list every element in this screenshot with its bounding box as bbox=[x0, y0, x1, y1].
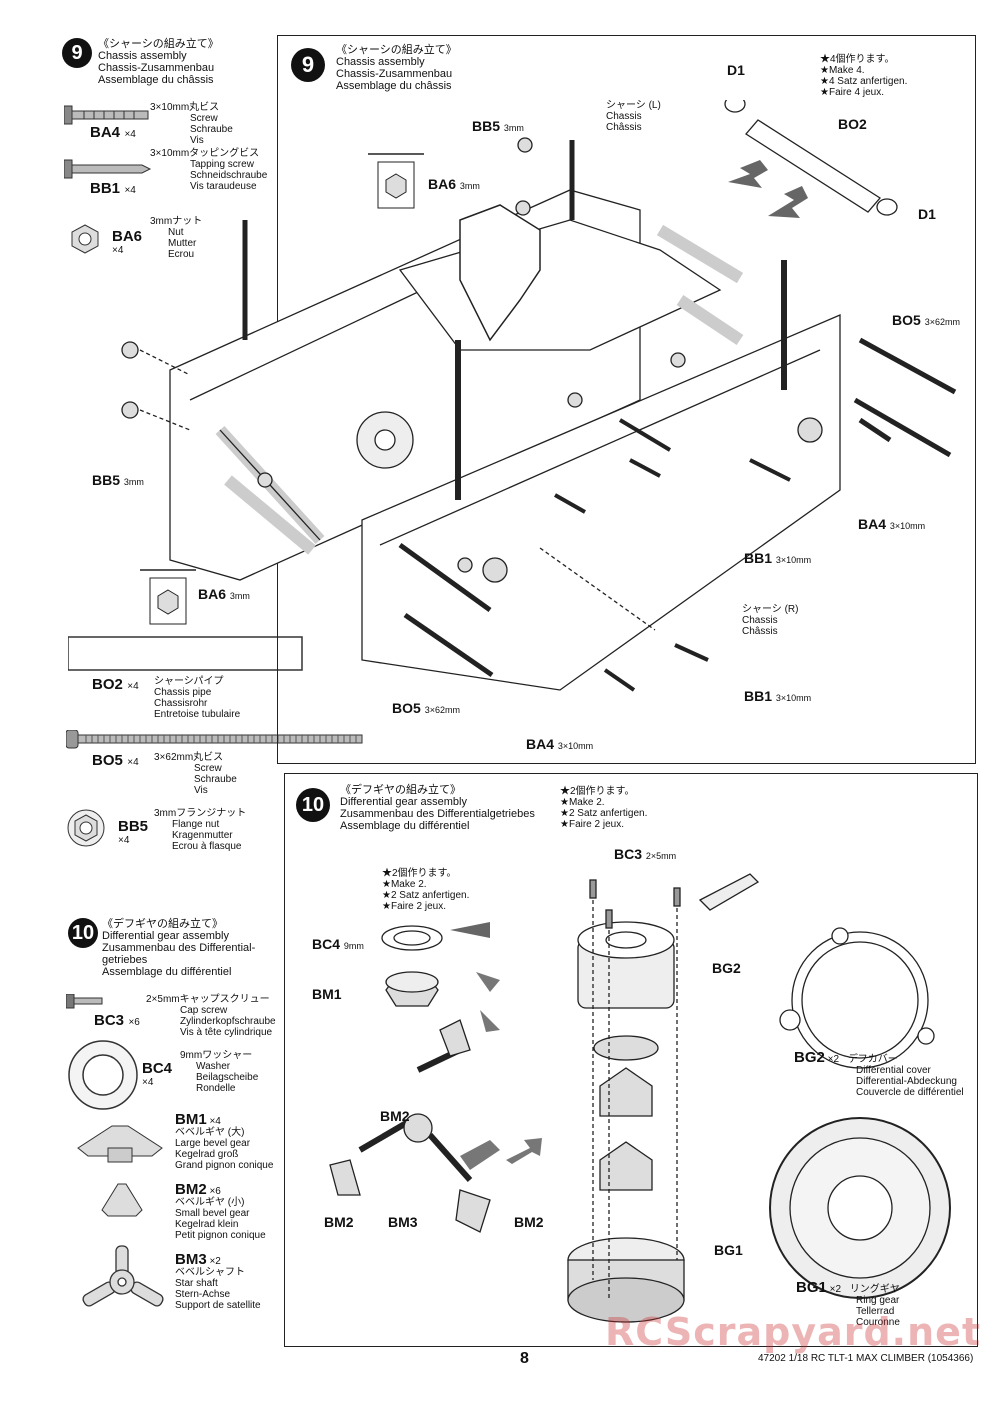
part-bm1-desc: BM1 ×4 ベベルギヤ (大) Large bevel gear Kegelr… bbox=[175, 1111, 274, 1171]
large-bevel-gear-bm1-icon bbox=[77, 1125, 163, 1163]
differential-exploded-diagram bbox=[329, 873, 951, 1323]
part-bc4-code: BC4 ×4 bbox=[142, 1060, 173, 1088]
label-bb5-left: BB5 3mm bbox=[92, 472, 144, 488]
part-bo2-code: BO2 ×4 bbox=[92, 676, 139, 693]
model-footer: 47202 1/18 RC TLT-1 MAX CLIMBER (1054366… bbox=[758, 1353, 974, 1364]
label-bb1-mid: BB1 3×10mm bbox=[744, 550, 812, 566]
step-9-titles-left: 《シャーシの組み立て》 Chassis assembly Chassis-Zus… bbox=[98, 38, 219, 86]
step-10-frame bbox=[284, 773, 978, 1347]
label-bm2-right: BM2 bbox=[514, 1214, 544, 1230]
small-bevel-gear-bm2-icon bbox=[101, 1183, 143, 1217]
label-bm3: BM3 bbox=[388, 1214, 418, 1230]
step-10-titles-left: 《デフギヤの組み立て》 Differential gear assembly Z… bbox=[102, 918, 256, 978]
cap-screw-bc3-icon bbox=[66, 994, 103, 1009]
part-bo5-desc: 3×62mm丸ビス Screw Schraube Vis bbox=[154, 752, 237, 796]
tapping-screw-bb1-icon bbox=[64, 159, 152, 179]
part-bo2-desc: シャーシパイプ Chassis pipe Chassisrohr Entreto… bbox=[154, 676, 241, 720]
step-10-titles-main: 《デフギヤの組み立て》 Differential gear assembly Z… bbox=[340, 784, 535, 832]
part-bo5-code: BO5 ×4 bbox=[92, 752, 139, 769]
label-d1-top: D1 bbox=[727, 62, 745, 78]
label-bo5-bottom: BO5 3×62mm bbox=[392, 700, 460, 716]
label-bm1: BM1 bbox=[312, 986, 342, 1002]
page-number: 8 bbox=[520, 1350, 529, 1367]
chassis-exploded-diagram bbox=[121, 100, 957, 692]
label-bo5-right: BO5 3×62mm bbox=[892, 312, 960, 328]
label-ba4-right: BA4 3×10mm bbox=[858, 516, 926, 532]
part-bg2-desc: BG2 ×2 デフカバー Differential cover Differen… bbox=[794, 1049, 964, 1098]
part-bc3-code: BC3 ×6 bbox=[94, 1012, 140, 1029]
step-9-number-main: 9 bbox=[291, 48, 325, 82]
part-bc3-desc: 2×5mmキャップスクリュー Cap screw Zylinderkopfsch… bbox=[146, 994, 276, 1038]
title-fr: Assemblage du châssis bbox=[98, 74, 214, 86]
screw-ba4-icon bbox=[64, 105, 149, 125]
label-ba6-top: BA6 3mm bbox=[428, 176, 480, 192]
part-bb1-code: BB1 ×4 bbox=[90, 180, 136, 197]
part-bb5-desc: 3mmフランジナット Flange nut Kragenmutter Ecrou… bbox=[154, 808, 247, 852]
make-4-note: ★4個作ります。 ★Make 4. ★4 Satz anfertigen. ★F… bbox=[820, 54, 908, 98]
title-de: Chassis-Zusammenbau bbox=[98, 62, 215, 74]
step-10-number-left: 10 bbox=[68, 918, 98, 948]
flange-nut-bb5-icon bbox=[67, 809, 105, 847]
label-bg2: BG2 bbox=[712, 960, 741, 976]
label-ba6-bottom: BA6 3mm bbox=[198, 586, 250, 602]
nut-ba6-icon bbox=[71, 224, 99, 254]
washer-bc4-icon bbox=[68, 1040, 138, 1110]
label-bg1: BG1 bbox=[714, 1242, 743, 1258]
step-10-number-main: 10 bbox=[296, 788, 330, 822]
label-bm2-top: BM2 bbox=[380, 1108, 410, 1124]
part-bg1-desc: BG1 ×2 リングギヤ Ring gear Tellerrad Couronn… bbox=[796, 1279, 900, 1328]
step-9-number-left: 9 bbox=[62, 38, 92, 68]
watermark: RCScrapyard.net bbox=[605, 1310, 982, 1354]
title-jp: 《シャーシの組み立て》 bbox=[98, 38, 219, 50]
part-bm2-desc: BM2 ×6 ベベルギヤ (小) Small bevel gear Kegelr… bbox=[175, 1181, 266, 1241]
label-chassis-l: シャーシ (L) Chassis Châssis bbox=[606, 100, 661, 133]
title-en: Chassis assembly bbox=[98, 50, 187, 62]
part-bb1-desc: 3×10mmタッピングビス Tapping screw Schneidschra… bbox=[150, 148, 268, 192]
make-2-inner-note: ★2個作ります。 ★Make 2. ★2 Satz anfertigen. ★F… bbox=[382, 868, 470, 912]
label-bb5-top: BB5 3mm bbox=[472, 118, 524, 134]
make-2-note: ★2個作ります。 ★Make 2. ★2 Satz anfertigen. ★F… bbox=[560, 786, 648, 830]
nut-inset-top bbox=[368, 153, 424, 209]
long-screw-bo5-icon bbox=[66, 730, 363, 749]
part-bb5-code: BB5 ×4 bbox=[118, 818, 149, 846]
chassis-pipe-bo2-icon bbox=[68, 636, 303, 671]
part-bc4-desc: 9mmワッシャー Washer Beilagscheibe Rondelle bbox=[180, 1050, 259, 1094]
nut-inset-bottom bbox=[140, 569, 196, 625]
step-9-titles-main: 《シャーシの組み立て》 Chassis assembly Chassis-Zus… bbox=[336, 44, 457, 92]
label-ba4-bottom: BA4 3×10mm bbox=[526, 736, 594, 752]
label-bc3: BC3 2×5mm bbox=[614, 846, 677, 862]
part-ba6-desc: 3mmナット Nut Mutter Ecrou bbox=[150, 216, 203, 260]
star-shaft-bm3-icon bbox=[82, 1245, 164, 1307]
part-ba4-desc: 3×10mm丸ビス Screw Schraube Vis bbox=[150, 102, 233, 146]
label-chassis-r: シャーシ (R) Chassis Châssis bbox=[742, 604, 799, 637]
label-bo2: BO2 bbox=[838, 116, 867, 132]
label-bb1-bottom: BB1 3×10mm bbox=[744, 688, 812, 704]
part-ba6-code: BA6 ×4 bbox=[112, 228, 143, 256]
part-ba4-code: BA4 ×4 bbox=[90, 124, 136, 141]
label-bc4: BC4 9mm bbox=[312, 936, 364, 952]
part-bm3-desc: BM3 ×2 ベベルシャフト Star shaft Stern-Achse Su… bbox=[175, 1251, 261, 1311]
label-bm2-left: BM2 bbox=[324, 1214, 354, 1230]
bo2-pipe-drawing bbox=[724, 100, 898, 216]
label-d1-bottom: D1 bbox=[918, 206, 936, 222]
